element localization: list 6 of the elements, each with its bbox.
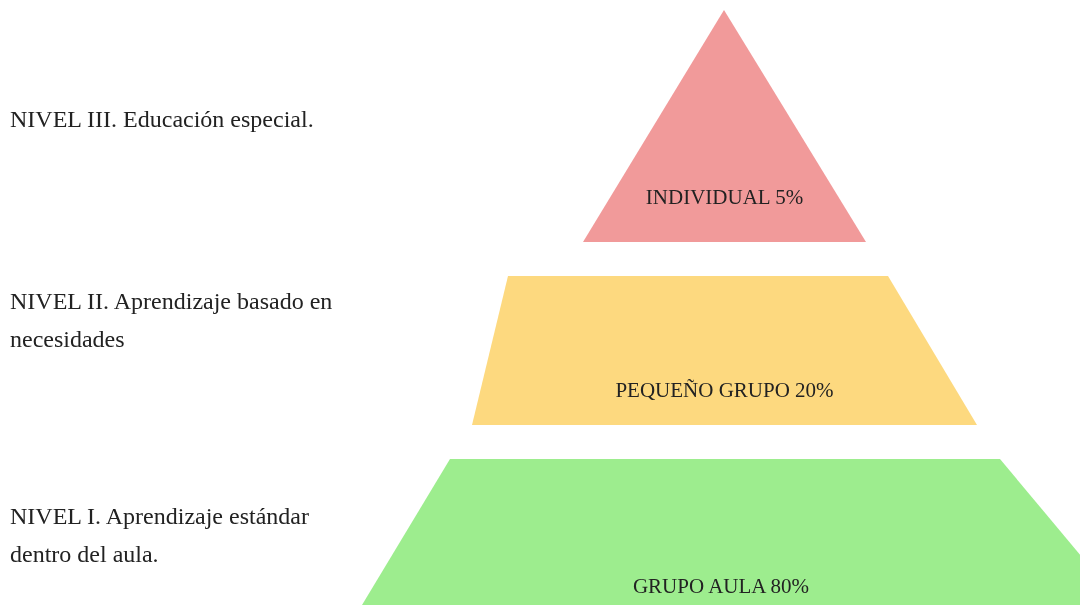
tier-label: INDIVIDUAL 5%	[645, 185, 804, 210]
tier-label: GRUPO AULA 80%	[632, 574, 810, 599]
level-description: NIVEL I. Aprendizaje estándar dentro del aula.	[10, 502, 310, 569]
level-description: NIVEL II. Aprendizaje basado en necesidades	[10, 287, 334, 354]
level-description: NIVEL III. Educación especial.	[10, 105, 315, 134]
tier-label: PEQUEÑO GRUPO 20%	[615, 378, 834, 403]
